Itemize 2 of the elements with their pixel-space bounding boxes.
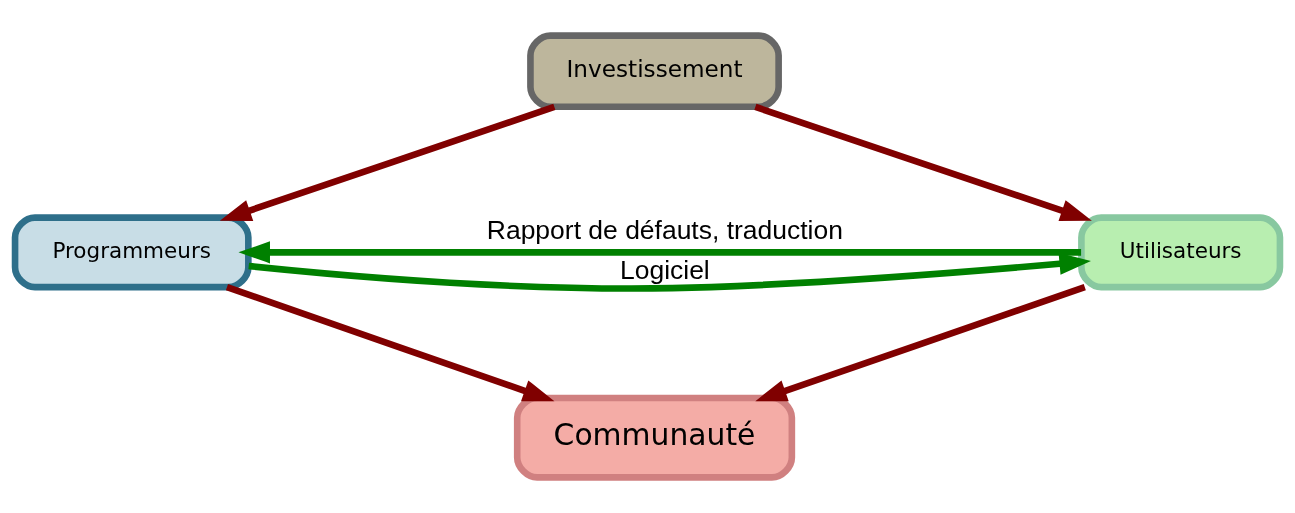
edge-label: Rapport de défauts, traduction bbox=[486, 214, 843, 245]
edge-label: Logiciel bbox=[619, 254, 710, 285]
